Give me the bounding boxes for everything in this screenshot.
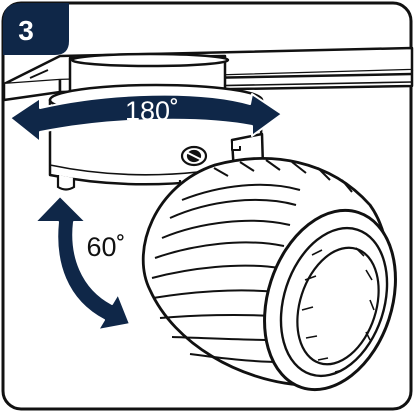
vertical-tilt-label: 60˚ (86, 232, 125, 262)
horizontal-rotation-label: 180˚ (125, 96, 179, 126)
lamp-head (141, 157, 397, 392)
vertical-tilt-arrow (34, 195, 131, 331)
set-screw (180, 145, 208, 167)
step-badge (3, 3, 69, 55)
step-number: 3 (18, 15, 34, 46)
horizontal-rotation-arrow (9, 93, 283, 143)
